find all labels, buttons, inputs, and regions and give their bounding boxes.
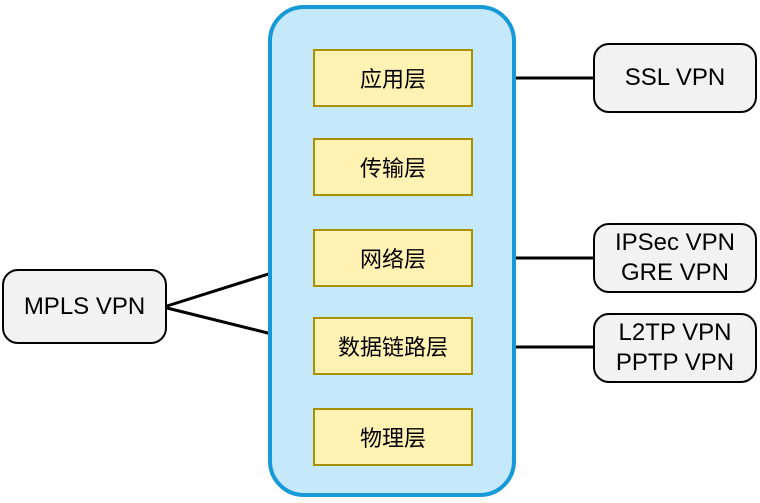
layer-label-physical: 物理层 xyxy=(359,426,426,451)
vpn-node-ipsec-label: IPSec VPN xyxy=(614,229,736,256)
layer-label-transport: 传输层 xyxy=(359,156,426,181)
vpn-node-l2tp-pptp: L2TP VPN PPTP VPN xyxy=(593,313,757,383)
vpn-node-mpls-label: MPLS VPN xyxy=(23,292,146,320)
vpn-node-ssl-label: SSL VPN xyxy=(624,64,726,91)
vpn-node-ipsec-gre: IPSec VPN GRE VPN xyxy=(593,223,757,293)
vpn-node-l2tp-label: L2TP VPN xyxy=(618,319,732,346)
layer-label-datalink: 数据链路层 xyxy=(337,335,448,360)
layer-box-transport: 传输层 xyxy=(313,138,473,196)
layer-label-network: 网络层 xyxy=(359,247,426,272)
vpn-node-ssl: SSL VPN xyxy=(593,43,757,113)
layer-box-application: 应用层 xyxy=(313,49,473,107)
layer-box-datalink: 数据链路层 xyxy=(313,317,473,375)
layer-box-physical: 物理层 xyxy=(313,408,473,466)
layer-box-network: 网络层 xyxy=(313,229,473,287)
layer-label-application: 应用层 xyxy=(359,67,426,92)
vpn-node-gre-label: GRE VPN xyxy=(620,259,730,286)
vpn-node-pptp-label: PPTP VPN xyxy=(615,349,735,376)
vpn-node-mpls: MPLS VPN xyxy=(2,269,167,344)
